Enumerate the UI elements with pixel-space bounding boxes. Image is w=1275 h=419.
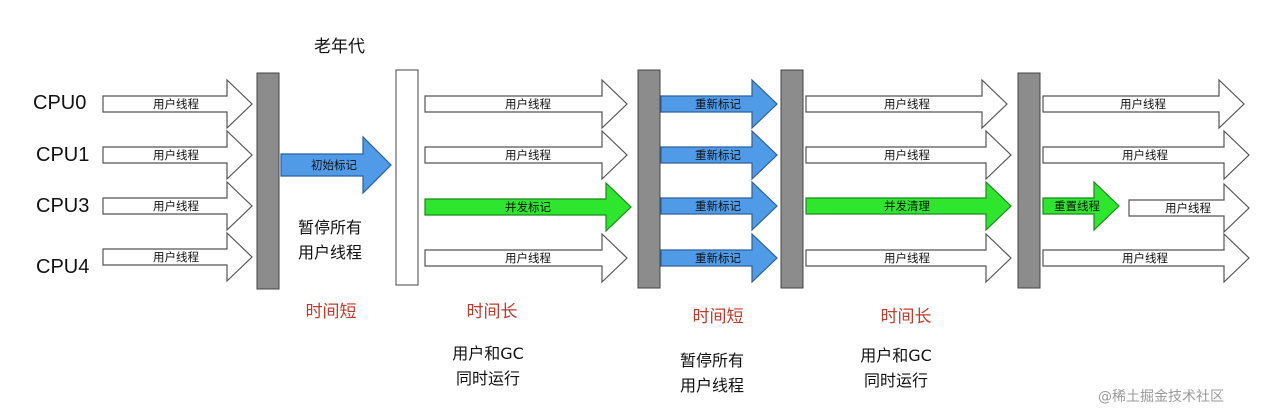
user-thread-label: 用户线程 [1165, 201, 1211, 215]
reset-thread-arrow [1042, 180, 1120, 232]
user-thread-label: 用户线程 [1122, 148, 1168, 162]
cpu-label-1: CPU1 [36, 144, 89, 166]
phase3-note-line1: 暂停所有 [680, 351, 744, 370]
pause-bar-4 [780, 69, 804, 289]
segment2-arrows: 用户线程 用户线程 并发标记 用户线程 [424, 78, 632, 284]
concurrent-mark-label: 并发标记 [505, 200, 551, 214]
user-thread-label: 用户线程 [505, 251, 551, 265]
pause-bar-1 [256, 72, 280, 290]
user-thread-arrow [1042, 78, 1245, 130]
user-thread-arrow [424, 232, 628, 284]
remark-arrow [660, 180, 778, 232]
user-thread-label: 用户线程 [153, 97, 199, 111]
phase4-note-line1: 用户和GC [860, 346, 932, 365]
user-thread-label: 用户线程 [884, 97, 930, 111]
user-thread-label: 用户线程 [505, 97, 551, 111]
remark-arrow [660, 232, 778, 284]
user-thread-arrow [805, 232, 1012, 284]
user-thread-arrow [424, 129, 628, 181]
user-thread-arrow [102, 180, 253, 232]
segment4-arrows: 用户线程 用户线程 并发清理 用户线程 [805, 78, 1012, 284]
phase1-note-line1: 暂停所有 [298, 218, 362, 237]
pause-bar-5 [1017, 72, 1041, 289]
initial-mark-label: 初始标记 [311, 158, 357, 172]
concurrent-sweep-arrow [805, 180, 1012, 232]
phase-bar-2 [395, 69, 419, 286]
remark-label: 重新标记 [695, 97, 741, 111]
old-generation-title: 老年代 [314, 37, 365, 57]
user-thread-arrow [805, 78, 1008, 130]
user-thread-arrow [1128, 182, 1250, 234]
segment1-user-arrows: 用户线程 用户线程 用户线程 用户线程 [102, 78, 253, 283]
reset-thread-label: 重置线程 [1054, 199, 1100, 213]
user-thread-arrow [102, 231, 253, 283]
user-thread-label: 用户线程 [884, 148, 930, 162]
remark-label: 重新标记 [695, 251, 741, 265]
phase1-note-line2: 用户线程 [298, 243, 362, 262]
remark-label: 重新标记 [695, 148, 741, 162]
phase3-note-line2: 用户线程 [680, 376, 744, 395]
user-thread-arrow [1042, 232, 1250, 284]
phase3-duration: 时间短 [693, 307, 744, 327]
concurrent-sweep-label: 并发清理 [884, 199, 930, 213]
user-thread-arrow [424, 78, 628, 130]
initial-mark-arrow [280, 135, 392, 195]
user-thread-label: 用户线程 [153, 250, 199, 264]
pause-bar-3 [637, 69, 661, 289]
user-thread-label: 用户线程 [1120, 97, 1166, 111]
phase4-duration: 时间长 [881, 307, 932, 327]
remark-arrow [660, 129, 778, 181]
concurrent-mark-arrow [424, 181, 632, 233]
cpu-label-0: CPU0 [33, 92, 86, 114]
user-thread-label: 用户线程 [884, 251, 930, 265]
user-thread-label: 用户线程 [153, 148, 199, 162]
user-thread-label: 用户线程 [153, 199, 199, 213]
phase2-duration: 时间长 [467, 302, 518, 322]
watermark: @稀土掘金技术社区 [1098, 389, 1224, 405]
phase1-duration: 时间短 [306, 302, 357, 322]
phase4-note-line2: 同时运行 [864, 371, 928, 390]
user-thread-arrow [1042, 129, 1250, 181]
user-thread-label: 用户线程 [505, 148, 551, 162]
user-thread-label: 用户线程 [1122, 251, 1168, 265]
cpu-label-3: CPU3 [36, 195, 89, 217]
phase2-note-line1: 用户和GC [452, 344, 524, 363]
phase2-note-line2: 同时运行 [456, 369, 520, 388]
remark-arrows: 重新标记 重新标记 重新标记 重新标记 [660, 78, 778, 284]
segment5-arrows: 用户线程 用户线程 重置线程 用户线程 用户线程 [1042, 78, 1250, 284]
user-thread-arrow [102, 129, 253, 181]
remark-label: 重新标记 [695, 199, 741, 213]
user-thread-arrow [805, 129, 1012, 181]
remark-arrow [660, 78, 778, 130]
cpu-label-4: CPU4 [36, 256, 89, 278]
user-thread-arrow [102, 78, 253, 130]
